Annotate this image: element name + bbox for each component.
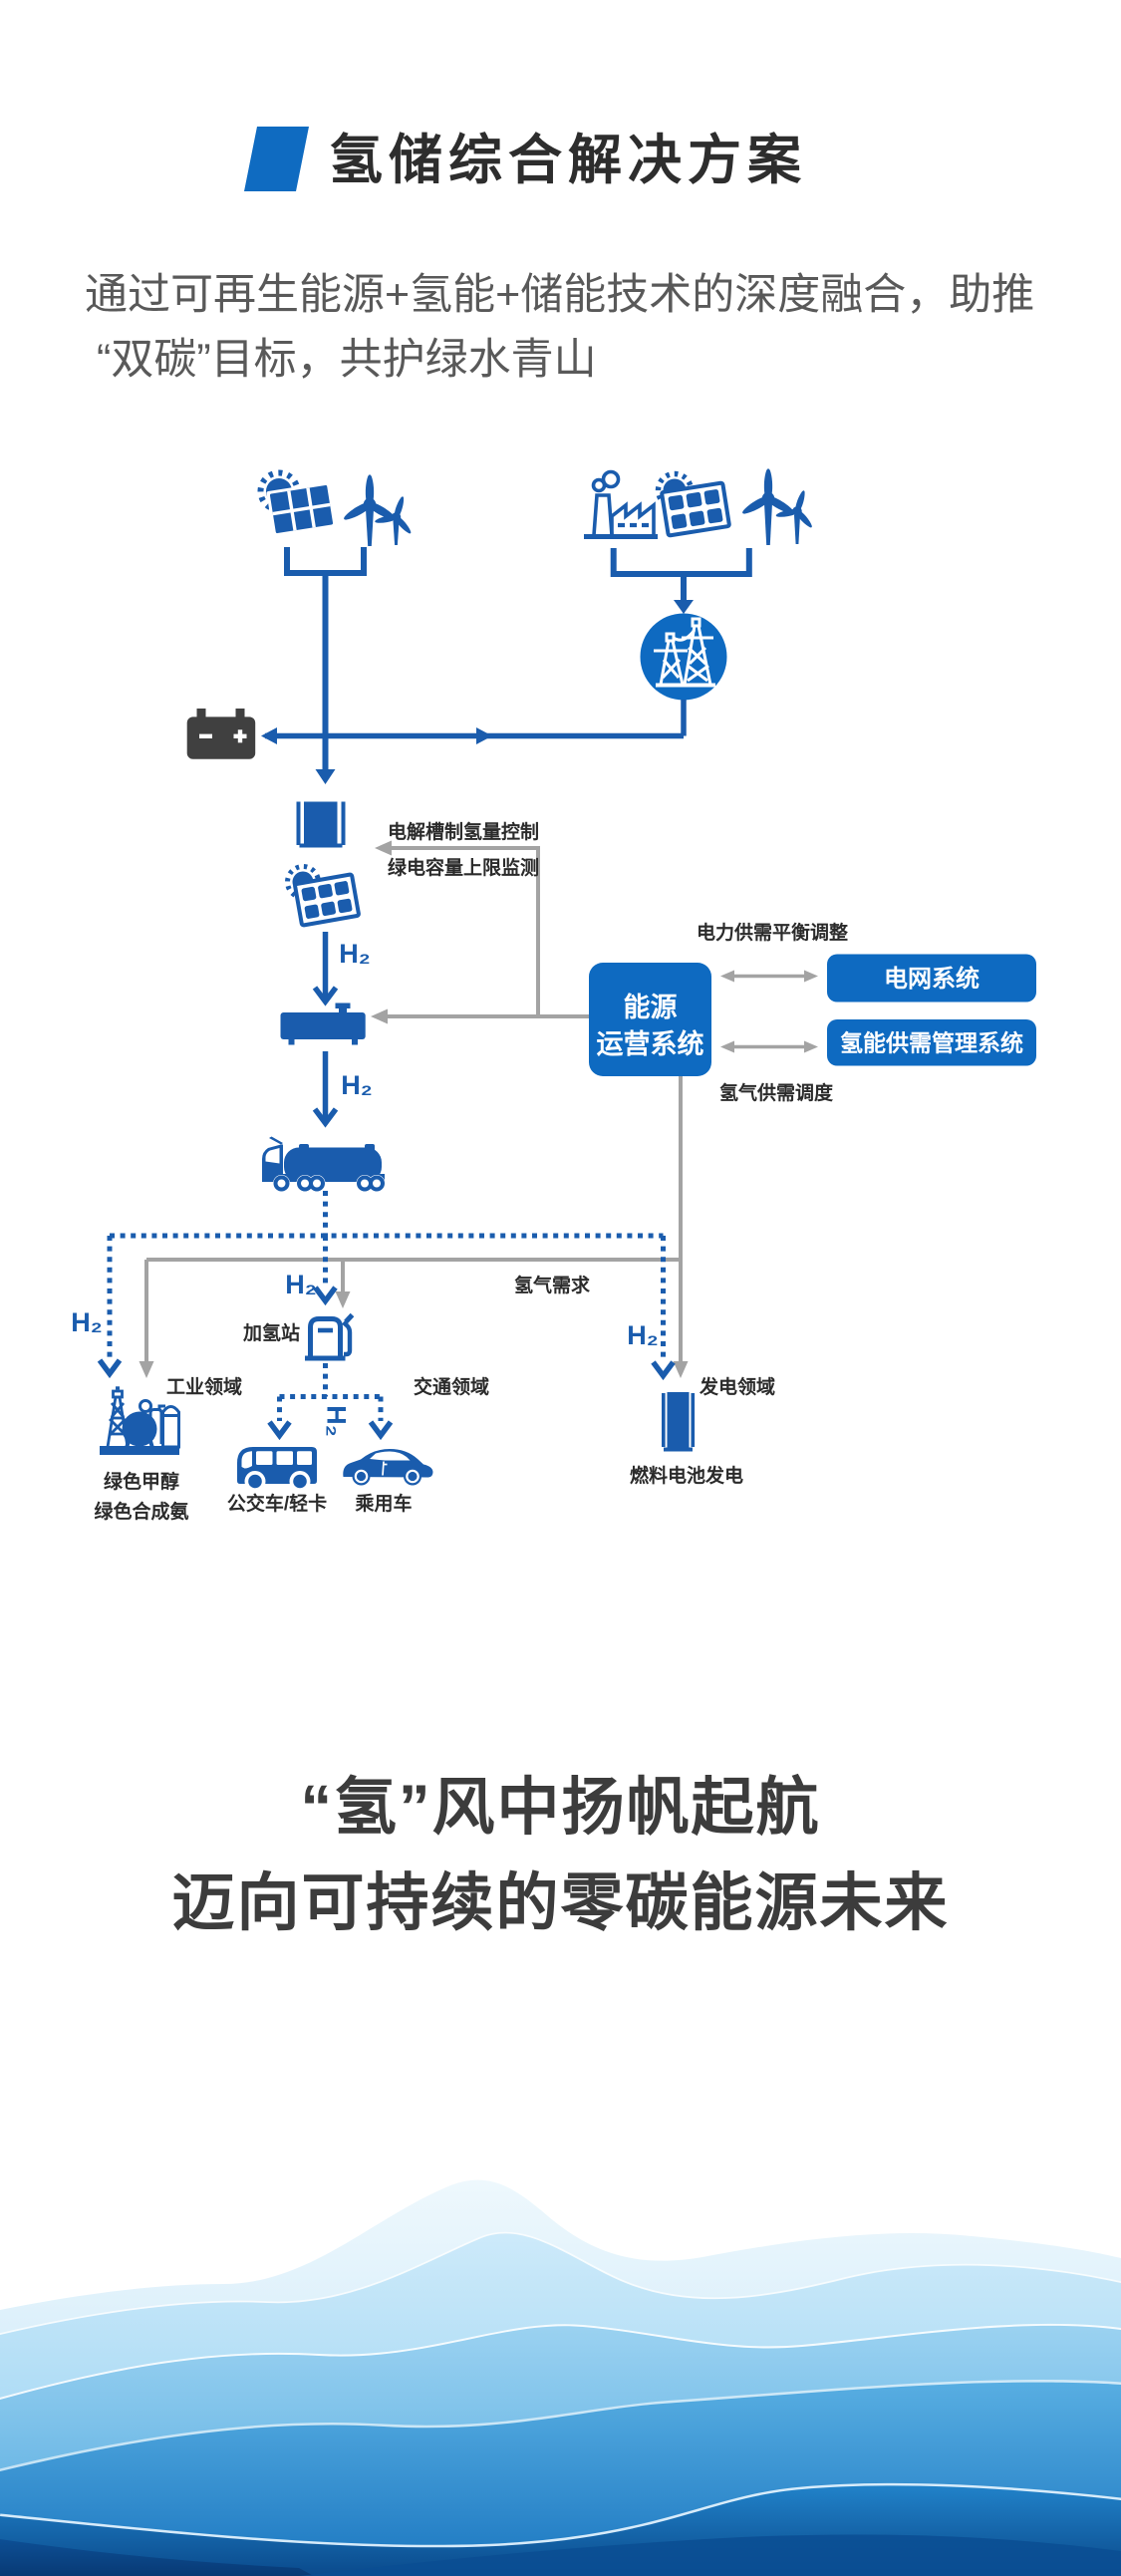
h2-label: H₂ (627, 1320, 659, 1350)
h2-demand-label: 氢气需求 (514, 1274, 591, 1296)
wind-turbine-small-icon (775, 490, 812, 544)
energy-ops-box: 能源 运营系统 (589, 963, 711, 1076)
wave-shadow-left (0, 2539, 314, 2576)
h2-flow-arrow (312, 1051, 339, 1128)
wind-turbine-icon (344, 474, 396, 546)
wind-turbine-small-icon (375, 496, 412, 545)
arrow-v-down-icon (312, 1107, 339, 1128)
battery-minus-sign (199, 733, 212, 738)
wind-turbine-icon (742, 468, 794, 545)
intro-line-1: 通过可再生能源+氢能+储能技术的深度融合，助推 (85, 271, 1035, 319)
gray-arrow-down-icon (335, 1291, 351, 1308)
fuel-cell-label: 燃料电池发电 (630, 1464, 743, 1487)
fuel-cell-icon (662, 1392, 696, 1452)
power-balance-label: 电力供需平衡调整 (697, 921, 848, 944)
bus-icon (237, 1447, 317, 1492)
hydrogen-flow-diagram: H₂ H₂ (71, 468, 1036, 1523)
h2-label: H₂ (71, 1307, 103, 1337)
station-label: 加氢站 (242, 1321, 300, 1344)
h2-label: H₂ (285, 1270, 317, 1299)
wave-shadow-center (299, 2534, 1121, 2576)
arrow-left-icon (261, 727, 277, 744)
arrow-v-down-icon (651, 1360, 676, 1381)
energy-ops-line2: 运营系统 (597, 1028, 704, 1059)
methanol-label: 绿色甲醇 (104, 1470, 179, 1493)
energy-ops-line1: 能源 (624, 992, 678, 1022)
arrow-v-down-icon (97, 1358, 123, 1379)
gray-arrow-left-icon (375, 840, 392, 856)
industry-sector-label: 工业领域 (166, 1375, 242, 1398)
arrow-v-down-icon (267, 1420, 292, 1441)
gray-arrow-left-icon (371, 1008, 388, 1024)
generation-sources-icon (584, 468, 812, 614)
h2-dispatch-label: 氢气供需调度 (719, 1081, 834, 1104)
bus-label: 公交车/轻卡 (227, 1492, 327, 1515)
h2-label: H₂ (339, 939, 371, 969)
slogan-line-2: 迈向可持续的零碳能源未来 (171, 1868, 950, 1938)
factory-icon (584, 469, 658, 539)
arrow-v-down-icon (312, 986, 339, 1006)
h2-distribution-lines (107, 1191, 666, 1361)
green-power-monitor-label: 绿电容量上限监测 (388, 856, 539, 879)
transport-sector-label: 交通领域 (414, 1375, 489, 1398)
station-split-lines (277, 1363, 384, 1421)
power-grid-icon (640, 613, 727, 701)
h2-label-rotated: H₂ (322, 1405, 352, 1437)
gray-arrow-down-icon (139, 1361, 154, 1378)
generation-bracket-line (610, 548, 752, 577)
arrow-v-down-icon (368, 1420, 394, 1441)
arrow-right-icon (476, 727, 492, 744)
h2-label: H₂ (341, 1070, 373, 1100)
power-sector-label: 发电领域 (699, 1375, 775, 1398)
renewables-icon (257, 469, 412, 576)
renewables-bracket-line (284, 547, 367, 576)
gray-arrow-down-icon (673, 1361, 689, 1378)
slogan-line-1: “氢”风中扬帆起航 (300, 1773, 821, 1843)
arrow-down-icon (315, 769, 336, 784)
arrow-down-icon (674, 600, 694, 614)
title-accent-parallelogram (244, 127, 309, 191)
control-lines (383, 846, 589, 1018)
plant-base (100, 1446, 179, 1455)
car-icon (343, 1449, 433, 1486)
electrolysis-control-label: 电解槽制氢量控制 (388, 820, 539, 843)
battery-plus-sign (233, 729, 247, 743)
h2-mgmt-box: 氢能供需管理系统 (827, 1019, 1036, 1066)
slogan: “氢”风中扬帆起航 迈向可持续的零碳能源未来 (0, 1760, 1121, 1951)
refueling-station-icon (305, 1312, 355, 1361)
arrow-v-down-icon (313, 1286, 338, 1306)
intro-paragraph: 通过可再生能源+氢能+储能技术的深度融合，助推 “双碳”目标，共护绿水青山 (85, 263, 1091, 393)
car-label: 乘用车 (354, 1492, 412, 1515)
intro-line-2: “双碳”目标，共护绿水青山 (97, 336, 597, 384)
double-arrow (720, 1040, 818, 1053)
electrolyzer-icon (296, 801, 346, 848)
solar-panel-icon (660, 480, 731, 538)
wave-artwork (0, 2179, 1121, 2576)
hydrogen-tank-icon (280, 1002, 366, 1045)
battery-icon (186, 709, 256, 759)
page-title: 氢储综合解决方案 (329, 131, 807, 190)
h2-mgmt-label: 氢能供需管理系统 (840, 1030, 1023, 1056)
tube-trailer-truck-icon (262, 1136, 386, 1192)
solar-panel-icon (293, 872, 361, 928)
storage-bus-line (261, 727, 684, 744)
solar-panel-icon (266, 481, 337, 537)
truck-wheels (273, 1175, 386, 1192)
grid-system-label: 电网系统 (884, 965, 980, 993)
ammonia-label: 绿色合成氨 (94, 1500, 188, 1523)
double-arrow (720, 970, 818, 983)
chemical-plant-icon (100, 1386, 180, 1455)
dispatch-lines (144, 1076, 683, 1363)
grid-system-box: 电网系统 (827, 954, 1036, 1002)
green-power-icon (285, 864, 361, 928)
h2-flow-arrow (312, 932, 339, 1006)
